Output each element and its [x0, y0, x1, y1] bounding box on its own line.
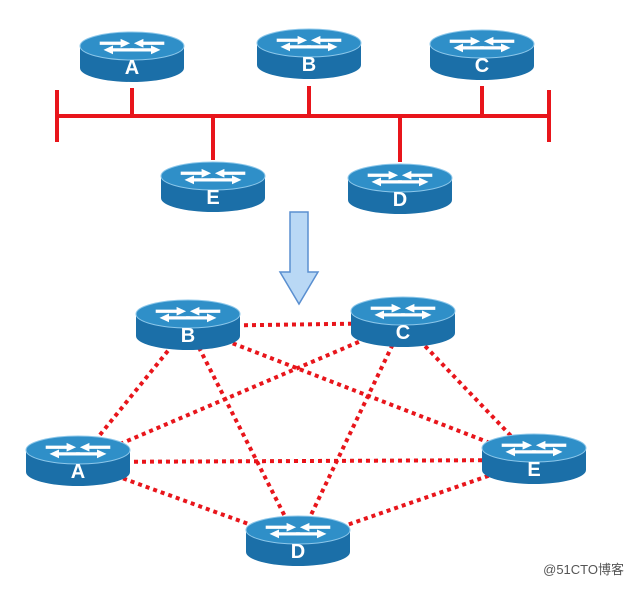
adjacency-lines	[76, 321, 536, 544]
bottom-routers: B C A E D	[25, 296, 587, 566]
router-icon-top	[481, 433, 587, 463]
router-B: B	[256, 28, 362, 79]
router-icon-top	[79, 31, 185, 61]
router-label: B	[181, 325, 195, 347]
router-icon-top	[256, 28, 362, 58]
adjacency-line-B-D	[186, 325, 300, 543]
router-label: A	[71, 461, 85, 483]
router-E: E	[160, 161, 266, 212]
router-icon-top	[160, 161, 266, 191]
router-D: D	[347, 163, 453, 214]
router-label: D	[291, 541, 305, 563]
router-B: B	[135, 299, 241, 350]
router-icon-top	[429, 29, 535, 59]
router-label: D	[393, 189, 407, 211]
adjacency-mesh: B C A E D	[25, 296, 587, 566]
router-A: A	[79, 31, 185, 82]
router-label: A	[125, 57, 139, 79]
router-label: C	[396, 322, 410, 344]
adjacency-line-A-E	[77, 458, 535, 464]
adjacency-line-C-A	[77, 321, 404, 464]
down-arrow-icon	[278, 211, 320, 306]
router-D: D	[245, 515, 351, 566]
router-icon-top	[350, 296, 456, 326]
router-icon-top	[135, 299, 241, 329]
router-C: C	[350, 296, 456, 347]
router-icon-top	[347, 163, 453, 193]
router-label: E	[206, 187, 219, 209]
adjacency-line-C-D	[296, 322, 405, 543]
router-label: C	[475, 55, 489, 77]
ethernet-segment	[55, 86, 551, 162]
router-icon-top	[245, 515, 351, 545]
router-label: B	[302, 54, 316, 76]
router-icon-top	[25, 435, 131, 465]
watermark: @51CTO博客	[543, 562, 624, 577]
router-E: E	[481, 433, 587, 484]
broadcast-network: A B C E D	[55, 28, 551, 214]
router-A: A	[25, 435, 131, 486]
router-C: C	[429, 29, 535, 80]
router-label: E	[527, 459, 540, 481]
adjacency-line-B-E	[187, 324, 535, 462]
top-routers: A B C E D	[79, 28, 535, 214]
